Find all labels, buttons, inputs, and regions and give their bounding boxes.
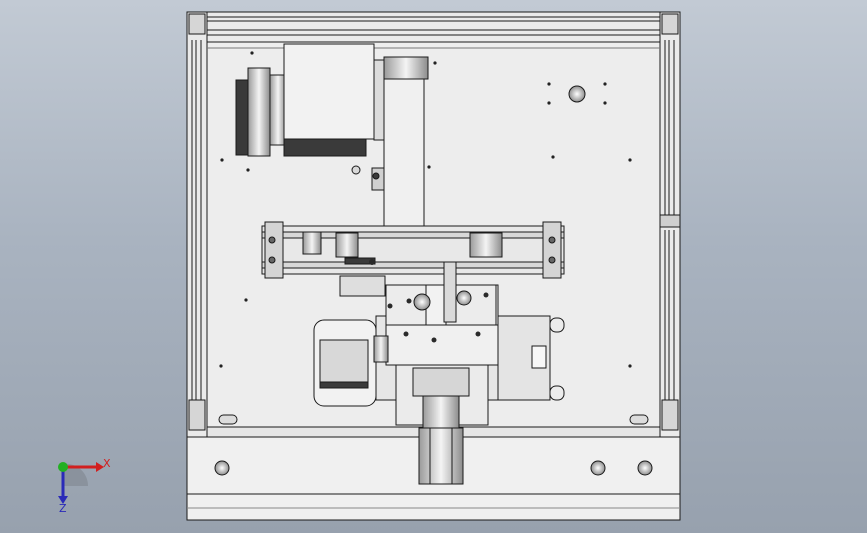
triad-shadow [63,463,89,486]
axis-triad [58,462,104,504]
triad-y-origin [58,462,68,472]
axis-z-label: Z [59,502,67,515]
top-motor-assembly [235,43,385,157]
horizontal-rail [261,221,565,297]
side-motor [313,319,389,407]
right-linear-module [497,315,565,401]
axis-x-label: X [103,457,111,470]
